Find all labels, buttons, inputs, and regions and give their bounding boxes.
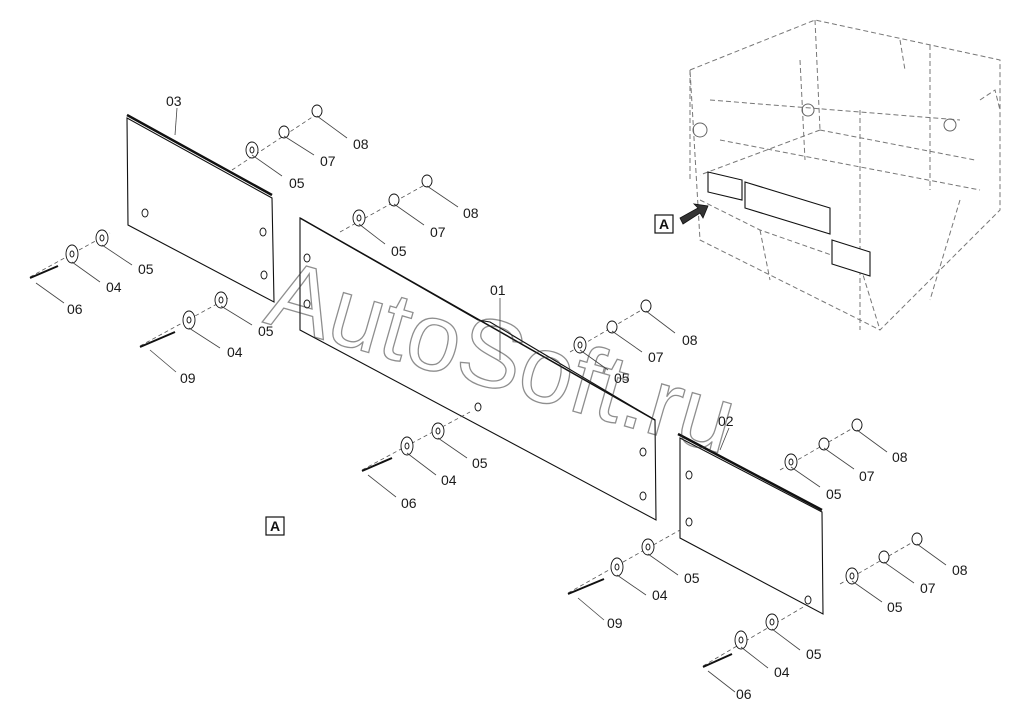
cab-panel-center [744, 181, 831, 235]
callout-05: 05 [826, 486, 842, 502]
view-arrow-icon [679, 203, 709, 225]
panel-03 [126, 113, 275, 303]
cab-frame-overview [679, 19, 1001, 331]
callout-05: 05 [806, 646, 822, 662]
callout-05: 05 [614, 370, 630, 386]
callout-09: 09 [607, 615, 623, 631]
callout-07: 07 [648, 349, 664, 365]
callout-labels: 03 01 02 05 07 08 05 07 08 05 04 06 05 0… [67, 93, 968, 702]
callout-08: 08 [952, 562, 968, 578]
callout-07: 07 [920, 580, 936, 596]
view-marker-bottom: A [265, 516, 285, 536]
callout-05: 05 [684, 570, 700, 586]
svg-text:A: A [270, 518, 280, 534]
callout-07: 07 [320, 153, 336, 169]
callout-01: 01 [490, 282, 506, 298]
callout-04: 04 [227, 344, 243, 360]
callout-08: 08 [892, 449, 908, 465]
callout-05: 05 [258, 323, 274, 339]
callout-03: 03 [166, 93, 182, 109]
callout-09: 09 [180, 370, 196, 386]
callout-02: 02 [718, 413, 734, 429]
callout-06: 06 [736, 686, 752, 702]
callout-04: 04 [774, 664, 790, 680]
callout-07: 07 [859, 468, 875, 484]
hardware-group [29, 104, 923, 668]
callout-06: 06 [67, 301, 83, 317]
panel-02 [677, 432, 824, 615]
callout-04: 04 [441, 472, 457, 488]
cab-panel-right [831, 239, 871, 277]
callout-04: 04 [106, 279, 122, 295]
callout-08: 08 [463, 205, 479, 221]
leader-lines [35, 107, 947, 693]
view-marker-top: A [654, 214, 674, 234]
callout-07: 07 [430, 224, 446, 240]
callout-05: 05 [391, 243, 407, 259]
callout-05: 05 [289, 175, 305, 191]
callout-06: 06 [401, 495, 417, 511]
callout-08: 08 [353, 136, 369, 152]
cab-panel-left [707, 171, 743, 201]
callout-05: 05 [887, 599, 903, 615]
svg-text:A: A [659, 216, 669, 232]
callout-05: 05 [472, 455, 488, 471]
callout-04: 04 [652, 587, 668, 603]
panel-01 [299, 217, 657, 521]
callout-05: 05 [138, 261, 154, 277]
callout-08: 08 [682, 332, 698, 348]
watermark: AutoSoft.ru [256, 239, 747, 474]
